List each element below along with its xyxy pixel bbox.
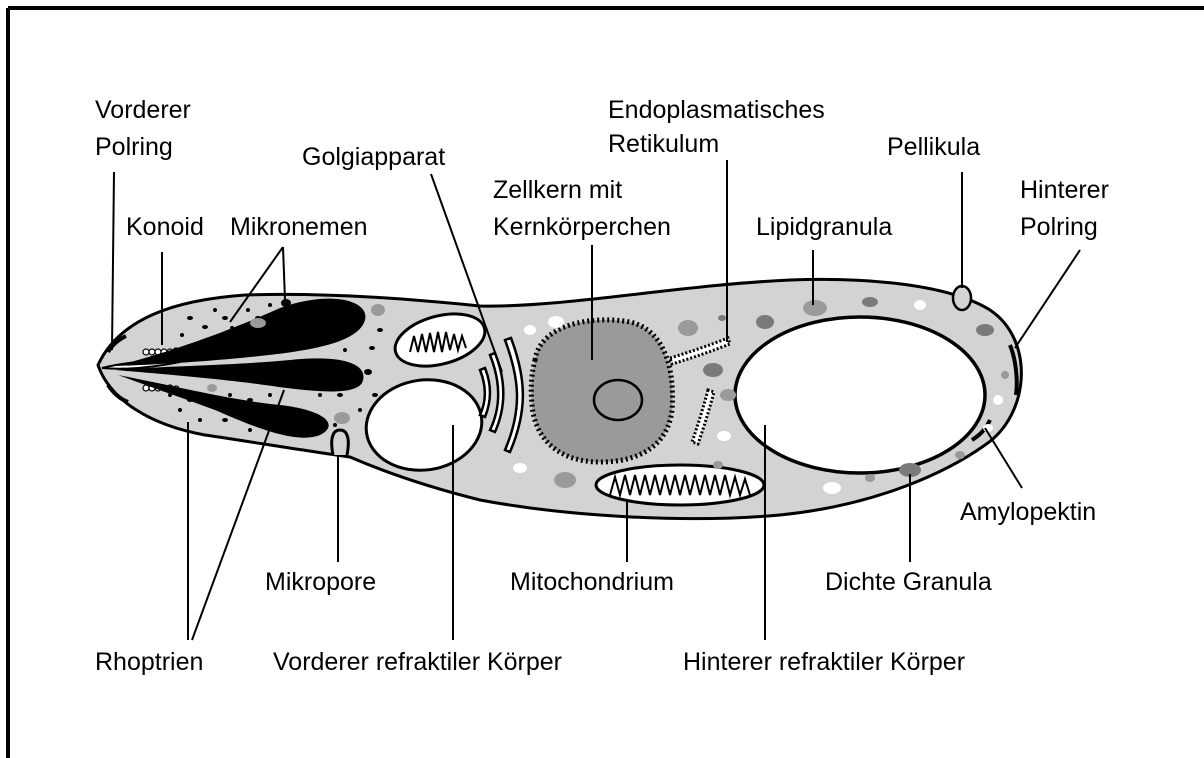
- label-amylopektin: Amylopektin: [960, 498, 1096, 526]
- label-vorderer-polring-2: Polring: [95, 133, 173, 161]
- label-hinterer-polring-2: Polring: [1020, 213, 1098, 241]
- label-dichte-granula: Dichte Granula: [825, 568, 992, 596]
- posterior-refractile-body: [735, 317, 985, 473]
- label-hinterer-polring-1: Hinterer: [1020, 176, 1109, 204]
- micropore: [332, 430, 349, 455]
- label-lipidgranula: Lipidgranula: [756, 213, 892, 241]
- label-hinterer-refraktiler-koerper: Hinterer refraktiler Körper: [683, 648, 965, 676]
- label-vorderer-polring-1: Vorderer: [95, 96, 191, 124]
- label-mikropore: Mikropore: [265, 568, 376, 596]
- label-endoplasmatisches-2: Retikulum: [608, 130, 719, 158]
- mitochondrion-lower: [596, 465, 764, 505]
- label-rhoptrien: Rhoptrien: [95, 648, 203, 676]
- nucleolus: [594, 380, 642, 420]
- label-golgiapparat: Golgiapparat: [302, 143, 445, 171]
- label-zellkern-1: Zellkern mit: [493, 176, 622, 204]
- label-zellkern-2: Kernkörperchen: [493, 213, 671, 241]
- label-mitochondrium: Mitochondrium: [510, 568, 674, 596]
- label-pellikula: Pellikula: [887, 133, 980, 161]
- nucleus: [531, 320, 672, 462]
- label-konoid: Konoid: [126, 213, 204, 241]
- pellicle-bump: [953, 286, 971, 310]
- label-mikronemen: Mikronemen: [230, 213, 368, 241]
- label-vorderer-refraktiler-koerper: Vorderer refraktiler Körper: [273, 648, 562, 676]
- label-endoplasmatisches-1: Endoplasmatisches: [608, 96, 825, 124]
